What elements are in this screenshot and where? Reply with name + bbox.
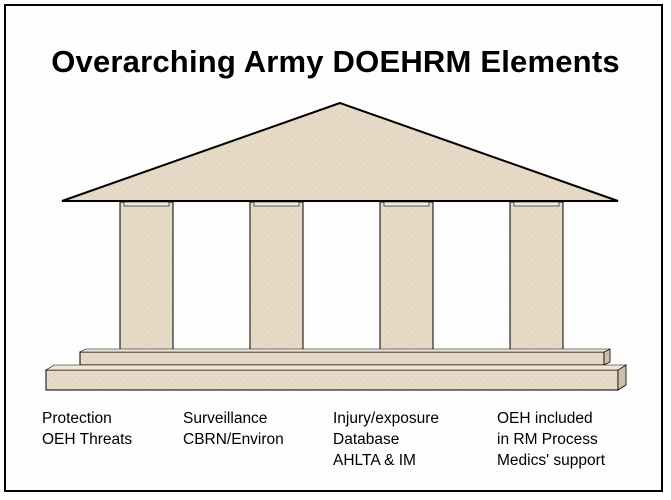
column-4-label: OEH included in RM Process Medics' suppo… — [497, 408, 605, 471]
column-4-line-3: Medics' support — [497, 452, 606, 469]
column-2-label: Surveillance CBRN/Environ — [183, 408, 284, 450]
base-step-lower — [44, 364, 628, 391]
column-4-line-1: OEH included — [497, 410, 593, 427]
column-2-line-1: Surveillance — [183, 410, 268, 427]
column-1-line-1: Protection — [42, 410, 112, 427]
column-4 — [509, 201, 564, 353]
column-3 — [379, 201, 434, 353]
column-3-line-3: AHLTA & IM — [333, 452, 416, 469]
temple-roof — [61, 101, 619, 202]
column-1-label: Protection OEH Threats — [42, 408, 132, 450]
column-4-line-2: in RM Process — [497, 431, 598, 448]
column-3-line-1: Injury/exposure — [333, 410, 439, 427]
page-title: Overarching Army DOEHRM Elements — [51, 44, 620, 79]
column-2-line-2: CBRN/Environ — [183, 431, 284, 448]
column-2 — [249, 201, 304, 353]
column-3-line-2: Database — [333, 431, 400, 448]
column-1 — [119, 201, 174, 353]
column-1-line-2: OEH Threats — [42, 431, 133, 448]
column-3-label: Injury/exposure Database AHLTA & IM — [333, 408, 439, 471]
base-step-upper — [79, 348, 611, 366]
